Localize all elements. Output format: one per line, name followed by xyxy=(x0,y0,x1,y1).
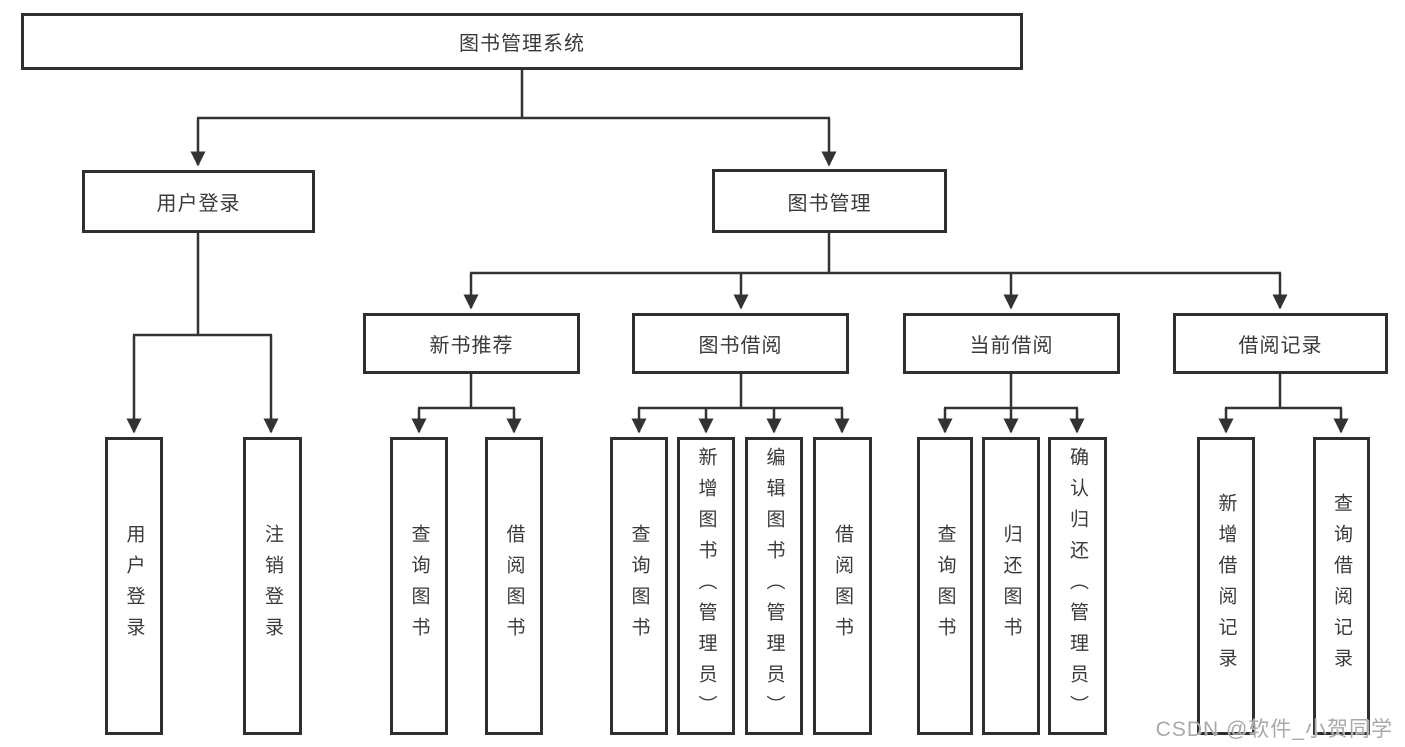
node-label: 查询图书 xyxy=(408,524,430,648)
node-label: 注销登录 xyxy=(262,524,283,648)
leaf-edit-book-admin: 编辑图书（管理员） xyxy=(745,437,803,735)
leaf-query-books-2: 查询图书 xyxy=(610,437,668,735)
node-label: 当前借阅 xyxy=(969,335,1054,357)
node-user-login: 用户登录 xyxy=(82,170,315,233)
leaf-logout: 注销登录 xyxy=(243,437,302,735)
node-label: 图书管理 xyxy=(787,192,872,215)
leaf-query-books-1: 查询图书 xyxy=(390,437,448,735)
leaf-borrow-books-1: 借阅图书 xyxy=(485,437,543,735)
node-label: 用户登录 xyxy=(123,524,145,648)
node-label: 新增图书（管理员） xyxy=(695,446,717,726)
node-book-management: 图书管理 xyxy=(712,169,947,233)
node-label: 编辑图书（管理员） xyxy=(763,446,785,726)
node-label: 确认归还（管理员） xyxy=(1067,446,1088,726)
node-label: 查询借阅记录 xyxy=(1331,493,1352,679)
csdn-watermark: CSDN @软件_小贺同学 xyxy=(1155,718,1393,741)
node-label: 用户登录 xyxy=(156,193,241,215)
leaf-borrow-books-2: 借阅图书 xyxy=(813,437,872,735)
leaf-user-login: 用户登录 xyxy=(105,437,163,735)
node-label: 新书推荐 xyxy=(429,335,514,357)
node-label: 查询图书 xyxy=(628,524,650,648)
node-label: 借阅图书 xyxy=(832,524,853,648)
leaf-query-borrow-record: 查询借阅记录 xyxy=(1313,437,1370,735)
node-root-system: 图书管理系统 xyxy=(21,13,1023,70)
leaf-query-books-3: 查询图书 xyxy=(917,437,973,735)
leaf-add-book-admin: 新增图书（管理员） xyxy=(677,437,735,735)
node-label: 新增借阅记录 xyxy=(1215,493,1237,679)
node-label: 借阅图书 xyxy=(503,524,525,648)
node-borrow-records: 借阅记录 xyxy=(1173,313,1388,374)
node-label: 图书管理系统 xyxy=(459,33,585,55)
node-new-book-recommend: 新书推荐 xyxy=(363,313,580,374)
node-label: 归还图书 xyxy=(1000,524,1022,648)
leaf-return-books: 归还图书 xyxy=(982,437,1040,735)
node-book-borrowing: 图书借阅 xyxy=(632,313,849,374)
node-label: 借阅记录 xyxy=(1238,335,1323,357)
node-label: 图书借阅 xyxy=(698,335,783,357)
node-label: 查询图书 xyxy=(934,524,956,648)
leaf-add-borrow-record: 新增借阅记录 xyxy=(1197,437,1255,735)
leaf-confirm-return-admin: 确认归还（管理员） xyxy=(1048,437,1107,735)
node-current-borrowing: 当前借阅 xyxy=(903,313,1120,374)
